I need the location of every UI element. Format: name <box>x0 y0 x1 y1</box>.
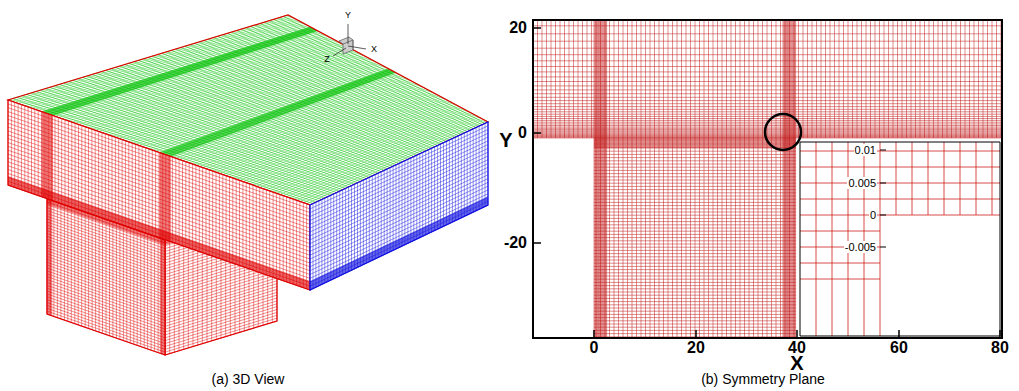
inset-tick-label: 0.01 <box>854 144 877 156</box>
tick-label: 20 <box>687 339 705 357</box>
tick-label: 20 <box>509 19 527 37</box>
inset-tick-label: 0.005 <box>847 177 877 189</box>
tick-label: 0 <box>518 124 527 142</box>
axis-title: Y <box>499 129 512 151</box>
front-face-mesh-fill <box>8 100 310 290</box>
axis-triad <box>333 24 366 56</box>
inset-tick-label: -0.005 <box>844 241 877 253</box>
figure-caption: (b) Symmetry Plane <box>701 372 825 387</box>
tick-label: 60 <box>890 339 908 357</box>
symmetry-plane-mesh <box>533 20 1002 338</box>
figure-caption: (a) 3D View <box>212 372 285 387</box>
plot-frame <box>533 20 1002 338</box>
inset-mesh <box>800 142 1000 336</box>
axis-ticks <box>533 28 1000 338</box>
side-face-mesh-edge <box>310 122 488 290</box>
inset-frame <box>800 142 1000 336</box>
axis-title: X <box>790 352 803 374</box>
triad-axis-label: X <box>371 45 377 55</box>
zoom-circle <box>765 114 801 150</box>
front-face-mesh <box>8 100 310 290</box>
tick-label: 80 <box>991 339 1009 357</box>
tick-label: -20 <box>504 234 527 252</box>
inset-ticks <box>880 150 886 247</box>
inset-tick-label: 0 <box>869 209 877 221</box>
triad-axis-label: Z <box>324 55 330 65</box>
triad-axis-label: Y <box>345 11 351 21</box>
side-face-mesh-fill <box>310 122 488 290</box>
tick-label: 0 <box>590 339 599 357</box>
side-face-mesh <box>310 122 488 290</box>
inset-ground <box>800 142 1000 336</box>
front-face-mesh-edge <box>8 100 310 290</box>
